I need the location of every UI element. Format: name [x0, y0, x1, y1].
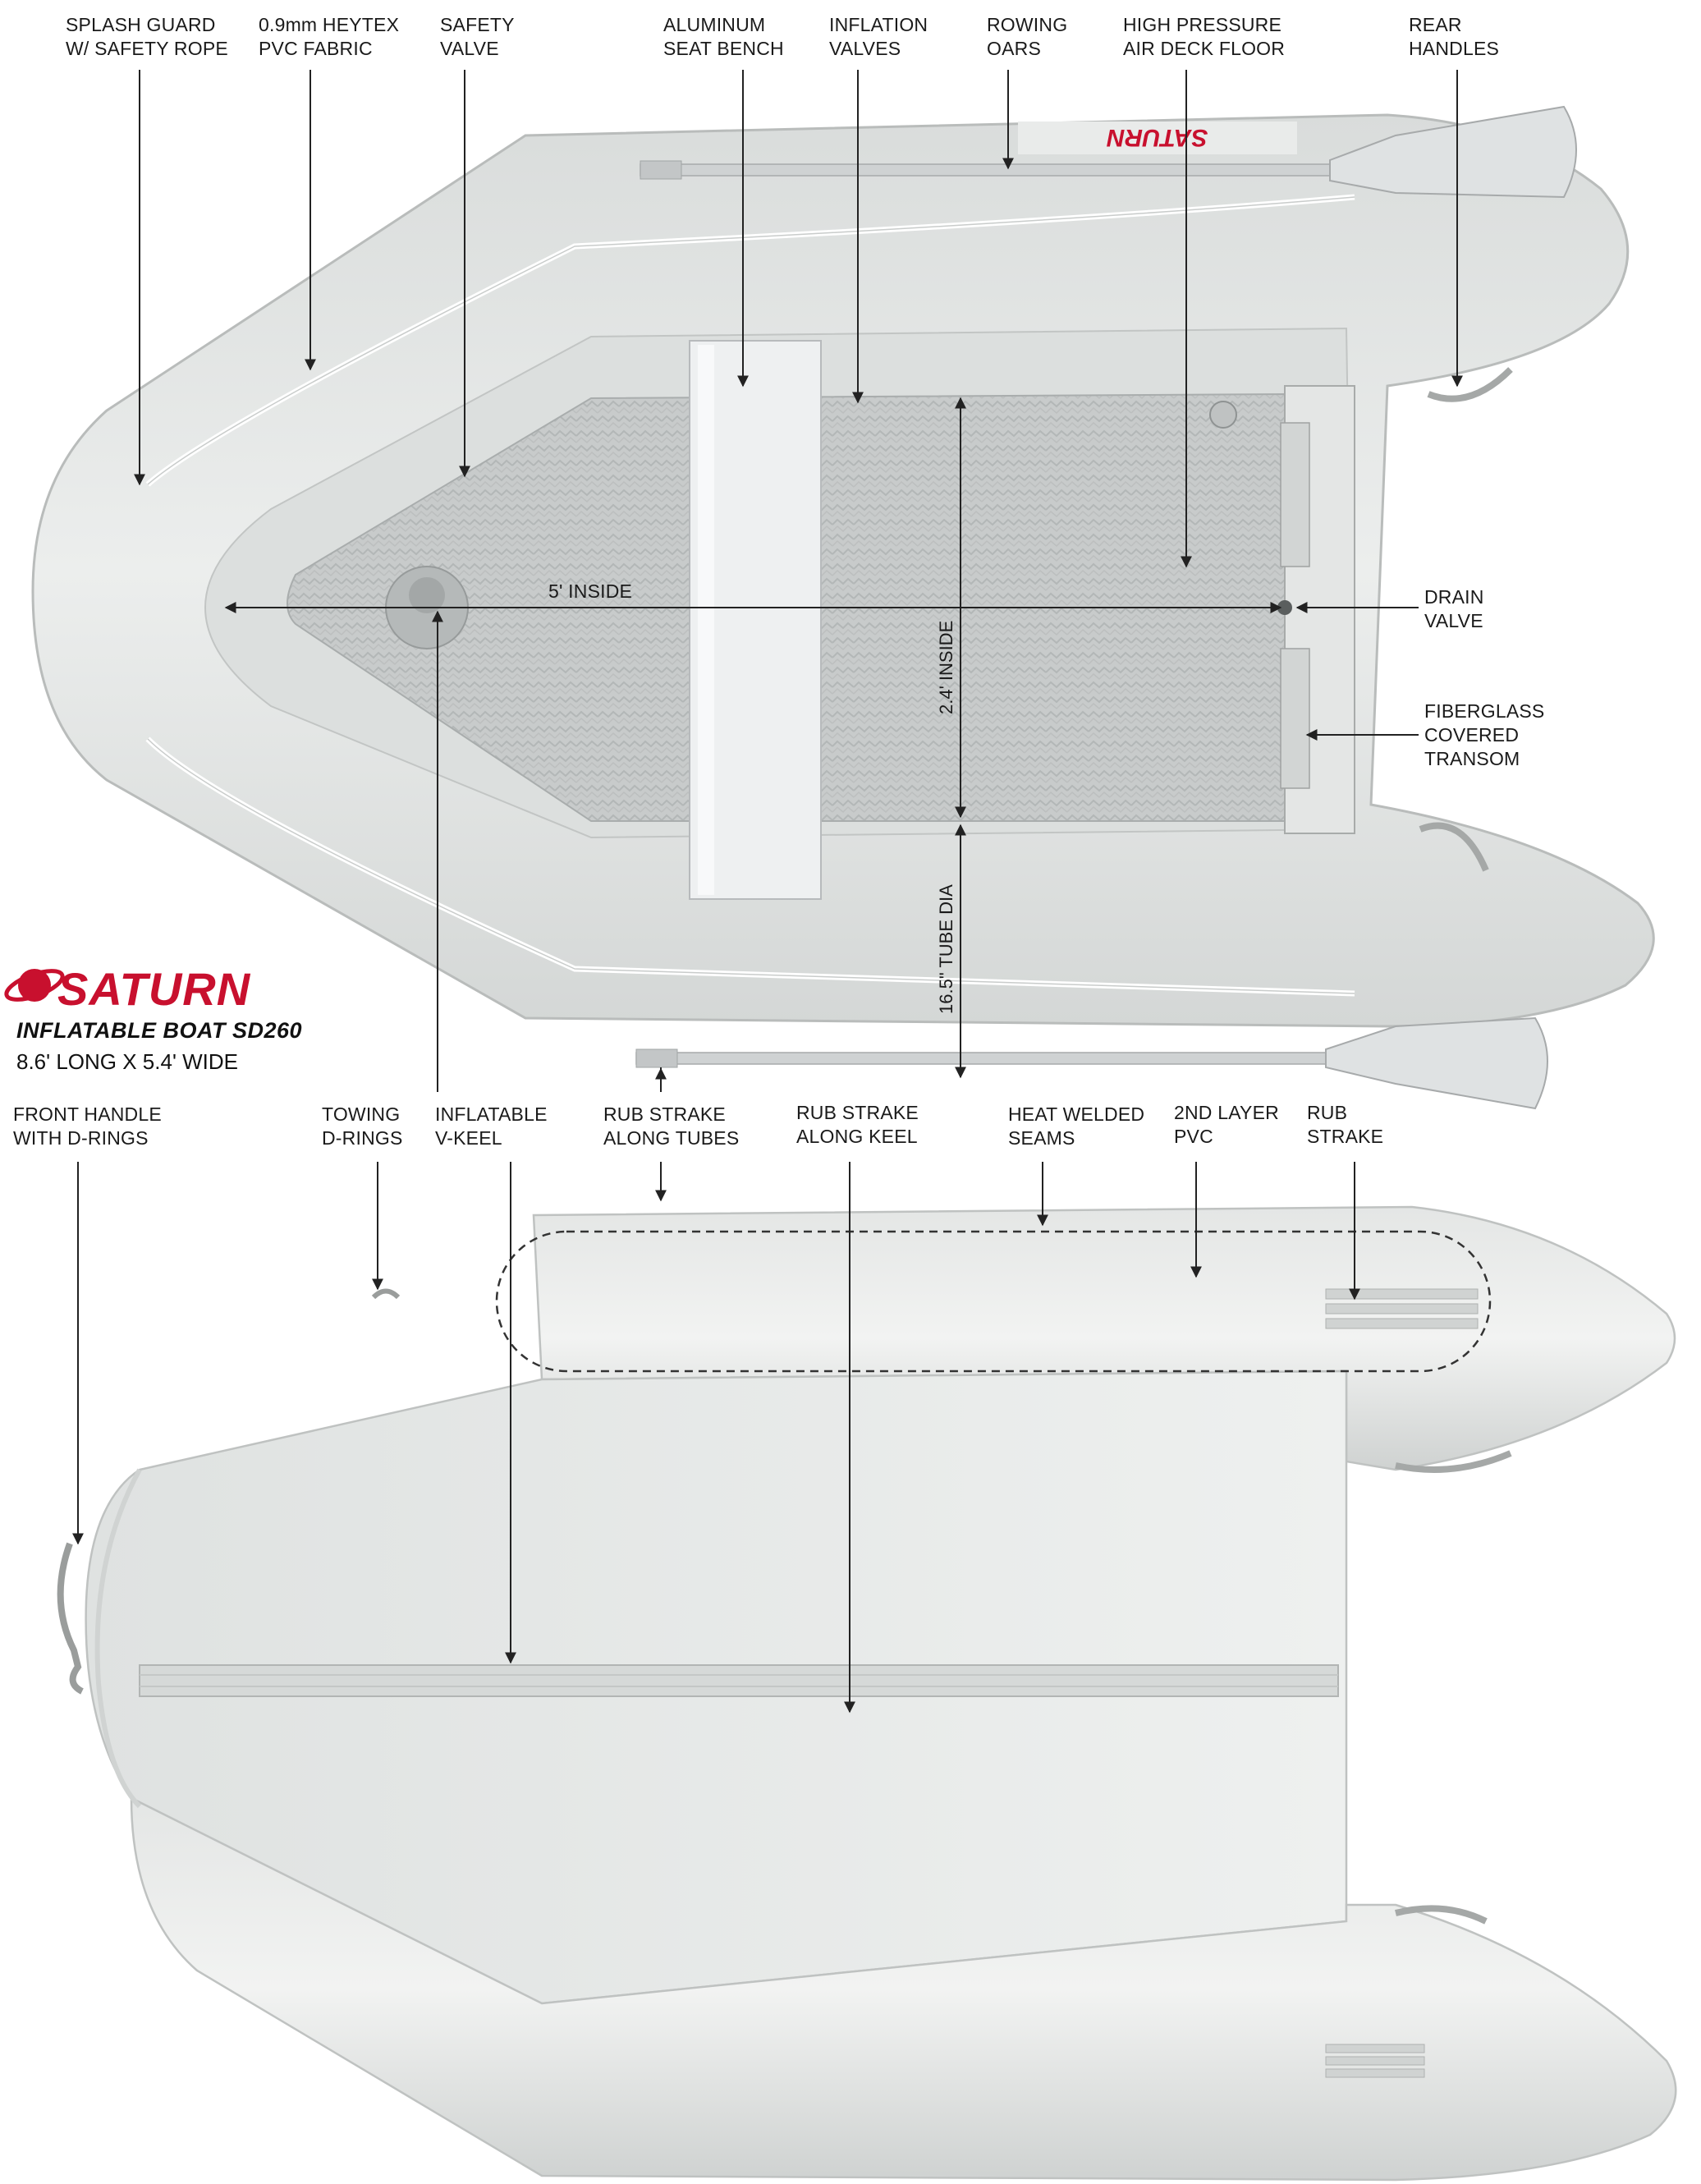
label-seat-bench: ALUMINUM SEAT BENCH	[663, 14, 784, 59]
transom-pad-top	[1280, 422, 1310, 567]
label-oars: ROWING OARS	[987, 14, 1068, 59]
keel-rub-strake	[139, 1664, 1339, 1697]
measure-length-label: 5' INSIDE	[548, 580, 633, 602]
brand-dimensions: 8.6' LONG X 5.4' WIDE	[16, 1049, 239, 1074]
brand-model: INFLATABLE BOAT SD260	[16, 1018, 303, 1043]
inflation-valve-right	[1209, 401, 1237, 429]
rub-strake-patch-lower-bar-1	[1325, 2044, 1425, 2053]
bottom-tube-upper	[532, 1205, 1676, 1471]
leader-lines	[72, 70, 1463, 1714]
label-keel: INFLATABLE V-KEEL	[435, 1103, 548, 1149]
label-towing: TOWING D-RINGS	[322, 1103, 403, 1149]
bottom-rear-handle-upper	[1395, 1450, 1512, 1473]
saturn-logo-planet	[4, 969, 65, 1002]
oar-bottom	[635, 1016, 1548, 1110]
label-fabric: 0.9mm HEYTEX PVC FABRIC	[259, 14, 400, 59]
safety-rope-shadow	[147, 196, 1355, 994]
saturn-logo-sphere	[18, 969, 51, 1002]
label-rub-keel: RUB STRAKE ALONG KEEL	[796, 1102, 919, 1147]
label-transom: FIBERGLASS COVERED TRANSOM	[1424, 700, 1545, 769]
oar-top-grip	[640, 160, 682, 180]
label-front-handle: FRONT HANDLE WITH D-RINGS	[13, 1103, 162, 1149]
rub-strake-patch-lower	[1325, 2044, 1425, 2078]
bottom-rear-handle-lower	[1395, 1905, 1488, 1925]
hull-front-shading	[94, 1468, 142, 1809]
oar-bottom-shaft	[635, 1052, 1327, 1065]
measure-width-label: 2.4' INSIDE	[936, 620, 956, 714]
seat-bench-highlight	[698, 345, 714, 895]
rear-handle-top	[1427, 367, 1513, 402]
oar-top-blade	[1329, 105, 1577, 199]
oar-top	[640, 105, 1577, 199]
bottom-view-boat	[57, 1205, 1677, 2182]
measure-tube-label: 16.5" TUBE DIA	[936, 884, 956, 1014]
label-drain-valve: DRAIN VALVE	[1424, 586, 1484, 631]
label-seams: HEAT WELDED SEAMS	[1008, 1103, 1145, 1149]
rub-strake-patch-upper-bar-3	[1325, 1318, 1479, 1329]
transom-pad-bottom	[1280, 648, 1310, 789]
rub-strake-patch-upper-bar-1	[1325, 1288, 1479, 1300]
label-rub-tubes: RUB STRAKE ALONG TUBES	[603, 1103, 740, 1149]
label-rub-strake: RUB STRAKE	[1307, 1102, 1384, 1147]
oar-bottom-grip	[635, 1048, 678, 1068]
oar-bottom-blade	[1325, 1016, 1548, 1110]
rub-strake-patch-upper	[1325, 1288, 1479, 1329]
front-handle	[57, 1542, 85, 1695]
label-second-layer: 2ND LAYER PVC	[1174, 1102, 1279, 1147]
label-rear-handles: REAR HANDLES	[1409, 14, 1500, 59]
rub-strake-patch-upper-bar-2	[1325, 1303, 1479, 1315]
rub-strake-patch-lower-bar-3	[1325, 2068, 1425, 2078]
label-inflation-valves: INFLATION VALVES	[829, 14, 928, 59]
deck-logo-text: SATURN	[1106, 124, 1208, 151]
rear-handle-bottom	[1419, 822, 1489, 872]
rub-strake-patch-lower-bar-2	[1325, 2056, 1425, 2066]
second-layer-outline	[495, 1230, 1492, 1373]
label-safety-valve: SAFETY VALVE	[440, 14, 515, 59]
bottom-tube-lower	[130, 1796, 1677, 2182]
label-splash-guard: SPLASH GUARD W/ SAFETY ROPE	[66, 14, 228, 59]
brand-name: SATURN	[57, 963, 251, 1015]
towing-d-ring	[371, 1288, 401, 1300]
label-floor: HIGH PRESSURE AIR DECK FLOOR	[1123, 14, 1286, 59]
deck-logo-plate	[1018, 122, 1297, 154]
